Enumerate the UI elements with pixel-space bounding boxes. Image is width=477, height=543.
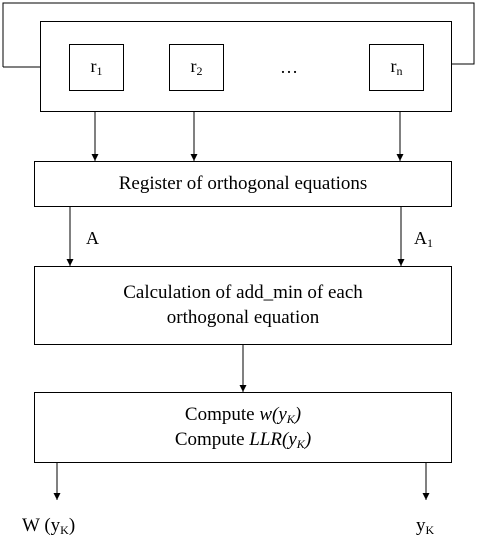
compute-w-open: (y — [272, 403, 287, 425]
compute-llr-open: (y — [282, 428, 297, 450]
output-W-close: ) — [68, 515, 76, 536]
label-A1-text: A — [414, 228, 427, 248]
compute-w-prefix: Compute — [184, 403, 260, 425]
cell-rn: rn — [369, 44, 424, 91]
compute-llr-prefix: Compute — [174, 428, 250, 450]
cell-r2-label: r — [190, 56, 197, 76]
compute-w-line: Compute w(yK) — [185, 403, 301, 428]
cell-r1: r1 — [69, 44, 124, 91]
output-W: W (yK) — [22, 515, 75, 538]
compute-llr-line: Compute LLR(yK) — [175, 428, 311, 453]
register-box-label: Register of orthogonal equations — [118, 173, 368, 194]
compute-llr-close: ) — [304, 428, 312, 450]
label-A-text: A — [86, 228, 99, 248]
cell-rn-label: r — [390, 56, 397, 76]
compute-box: Compute w(yK) Compute LLR(yK) — [34, 392, 452, 463]
compute-llr-subscript: K — [296, 436, 305, 451]
output-y-prefix: y — [416, 515, 426, 536]
compute-w-close: ) — [294, 403, 302, 425]
register-box: Register of orthogonal equations — [34, 161, 452, 207]
compute-w-func: w — [259, 403, 272, 425]
label-A: A — [86, 228, 99, 250]
output-W-prefix: W (y — [22, 515, 61, 536]
feedback-loop-line — [2, 2, 475, 67]
output-y: yK — [416, 515, 434, 538]
label-A1-subscript: 1 — [427, 236, 433, 250]
ellipsis: … — [280, 57, 298, 77]
calculation-box-line1: Calculation of add_min of each — [123, 281, 363, 303]
cell-r2-subscript: 2 — [196, 64, 203, 78]
cell-r1-label: r — [90, 56, 97, 76]
compute-w-subscript: K — [286, 411, 295, 426]
output-W-subscript: K — [60, 523, 69, 537]
calculation-box-line2: orthogonal equation — [166, 306, 320, 328]
label-A1: A1 — [414, 228, 433, 250]
compute-llr-func: LLR — [249, 428, 283, 450]
calculation-box: Calculation of add_min of each orthogona… — [34, 266, 452, 345]
cell-r2: r2 — [169, 44, 224, 91]
cell-rn-subscript: n — [396, 64, 403, 78]
output-y-subscript: K — [425, 523, 435, 537]
cell-r1-subscript: 1 — [96, 64, 103, 78]
